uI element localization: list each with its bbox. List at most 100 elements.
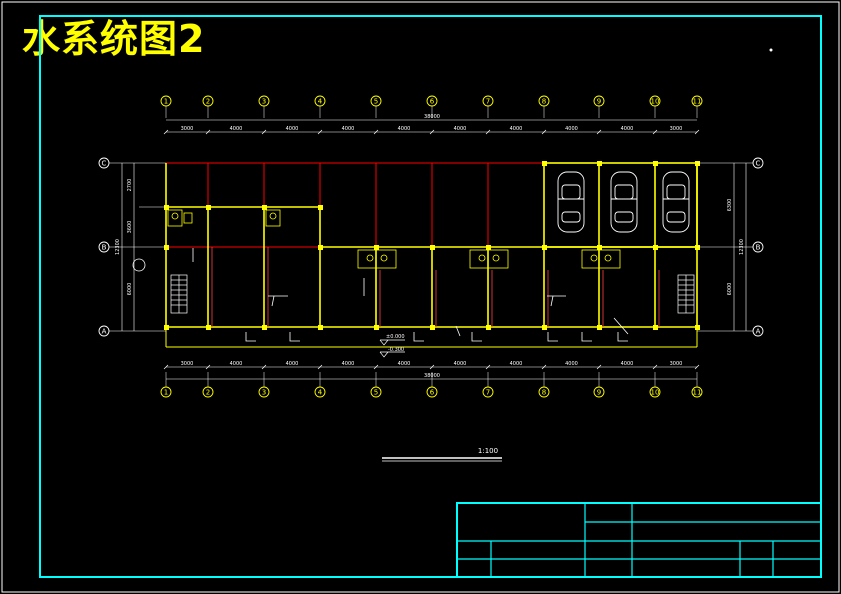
axis-label-B: B [102,244,107,252]
pipe-marks [192,248,629,342]
axis-label-8: 8 [542,389,546,397]
dim-bottom-tick-5 [373,364,379,370]
dim-top-span-5: 4000 [398,126,411,132]
drawing-title: 水系统图2 [22,17,206,61]
axis-label-3: 3 [262,98,266,106]
dim-top-tick-5 [373,129,379,135]
car-2 [610,171,638,233]
axis-bubble-A [752,325,764,337]
axis-bubble-C [98,157,110,169]
axis-label-10: 10 [651,389,660,397]
axis-label-11: 11 [693,389,702,397]
dim-top-tick-9 [596,129,602,135]
dim-bottom-span-8: 4000 [565,361,578,367]
dim-top-total: 38000 [424,114,440,120]
interior-red-lines [211,247,660,327]
dim-top-span-8: 4000 [565,126,578,132]
dim-bottom-tick-11 [694,364,700,370]
dim-top-span-10: 3000 [670,126,683,132]
dim-top-span-3: 4000 [286,126,299,132]
axis-label-7: 7 [486,98,490,106]
stair-right [677,274,695,314]
axis-label-1: 1 [164,389,168,397]
dim-right-2: 6000 [727,283,733,296]
elevation-label: ±0.000 [386,334,405,340]
dim-top-tick-7 [485,129,491,135]
axis-bubble-4 [314,95,326,107]
axis-bubble-10 [649,95,661,107]
axis-label-C: C [102,160,107,168]
axis-bubble-11 [691,386,703,398]
dim-left-total: 12300 [115,239,121,255]
dim-bottom-span-7: 4000 [510,361,523,367]
axis-bubble-B [98,241,110,253]
dim-top-span-1: 3000 [181,126,194,132]
elevation-marker [379,339,405,358]
floor-plan: ±0.000 -0.300 [132,161,700,358]
dim-right-1: 6300 [727,199,733,212]
dim-left-1: 2700 [127,179,133,192]
dim-bottom-tick-2 [205,364,211,370]
axis-bubble-7 [482,95,494,107]
axis-label-2: 2 [206,389,210,397]
axis-bubble-6 [426,95,438,107]
dimension-lines: 3000 4000 4000 4000 4000 4000 4000 4000 4000 3000… [109,106,753,387]
dim-bottom-span-6: 4000 [454,361,467,367]
axis-bubble-2 [202,95,214,107]
car-1 [557,171,585,233]
axis-bubble-1 [160,386,172,398]
car-3 [662,171,690,233]
red-grid [166,162,697,248]
dim-top-tick-11 [694,129,700,135]
corner-mark [769,48,773,52]
axis-label-C: C [756,160,761,168]
axis-bubble-3 [258,95,270,107]
axis-bubble-A [98,325,110,337]
dim-bottom-span-2: 4000 [230,361,243,367]
dim-bottom-span-10: 3000 [670,361,683,367]
dim-bottom-span-5: 4000 [398,361,411,367]
axis-label-A: A [756,328,761,336]
axis-label-6: 6 [430,98,435,106]
axis-bubble-B [752,241,764,253]
dim-bottom-tick-3 [261,364,267,370]
axis-label-5: 5 [374,98,378,106]
dim-bottom-tick-1 [163,364,169,370]
title-block [456,502,822,578]
dim-top-tick-10 [652,129,658,135]
stair-left [170,274,188,314]
dim-top-span-4: 4000 [342,126,355,132]
axis-bubble-C [752,157,764,169]
dim-bottom-span-4: 4000 [342,361,355,367]
axis-label-4: 4 [318,389,323,397]
parked-cars [557,171,690,233]
axis-bubble-4 [314,386,326,398]
dim-top-span-6: 4000 [454,126,467,132]
axis-bubble-10 [649,386,661,398]
dim-left-3: 6000 [127,283,133,296]
dim-top-tick-3 [261,129,267,135]
dim-top-tick-2 [205,129,211,135]
dim-bottom-tick-8 [541,364,547,370]
dim-top-span-9: 4000 [621,126,634,132]
axis-label-10: 10 [651,98,660,106]
dim-bottom-tick-10 [652,364,658,370]
axis-label-7: 7 [486,389,490,397]
axis-label-11: 11 [693,98,702,106]
axis-label-A: A [102,328,107,336]
axis-label-6: 6 [430,389,435,397]
axis-bubble-11 [691,95,703,107]
drawing-frame [39,15,822,578]
axis-bubble-5 [370,386,382,398]
axis-label-8: 8 [542,98,546,106]
axis-label-5: 5 [374,389,378,397]
axis-bubble-8 [538,386,550,398]
dim-top-tick-4 [317,129,323,135]
dim-bottom-span-1: 3000 [181,361,194,367]
scale-label: 1:100 [478,447,498,455]
axis-bubble-3 [258,386,270,398]
axis-bubble-9 [593,386,605,398]
dim-top-span-7: 4000 [510,126,523,132]
section-mark [132,258,146,272]
